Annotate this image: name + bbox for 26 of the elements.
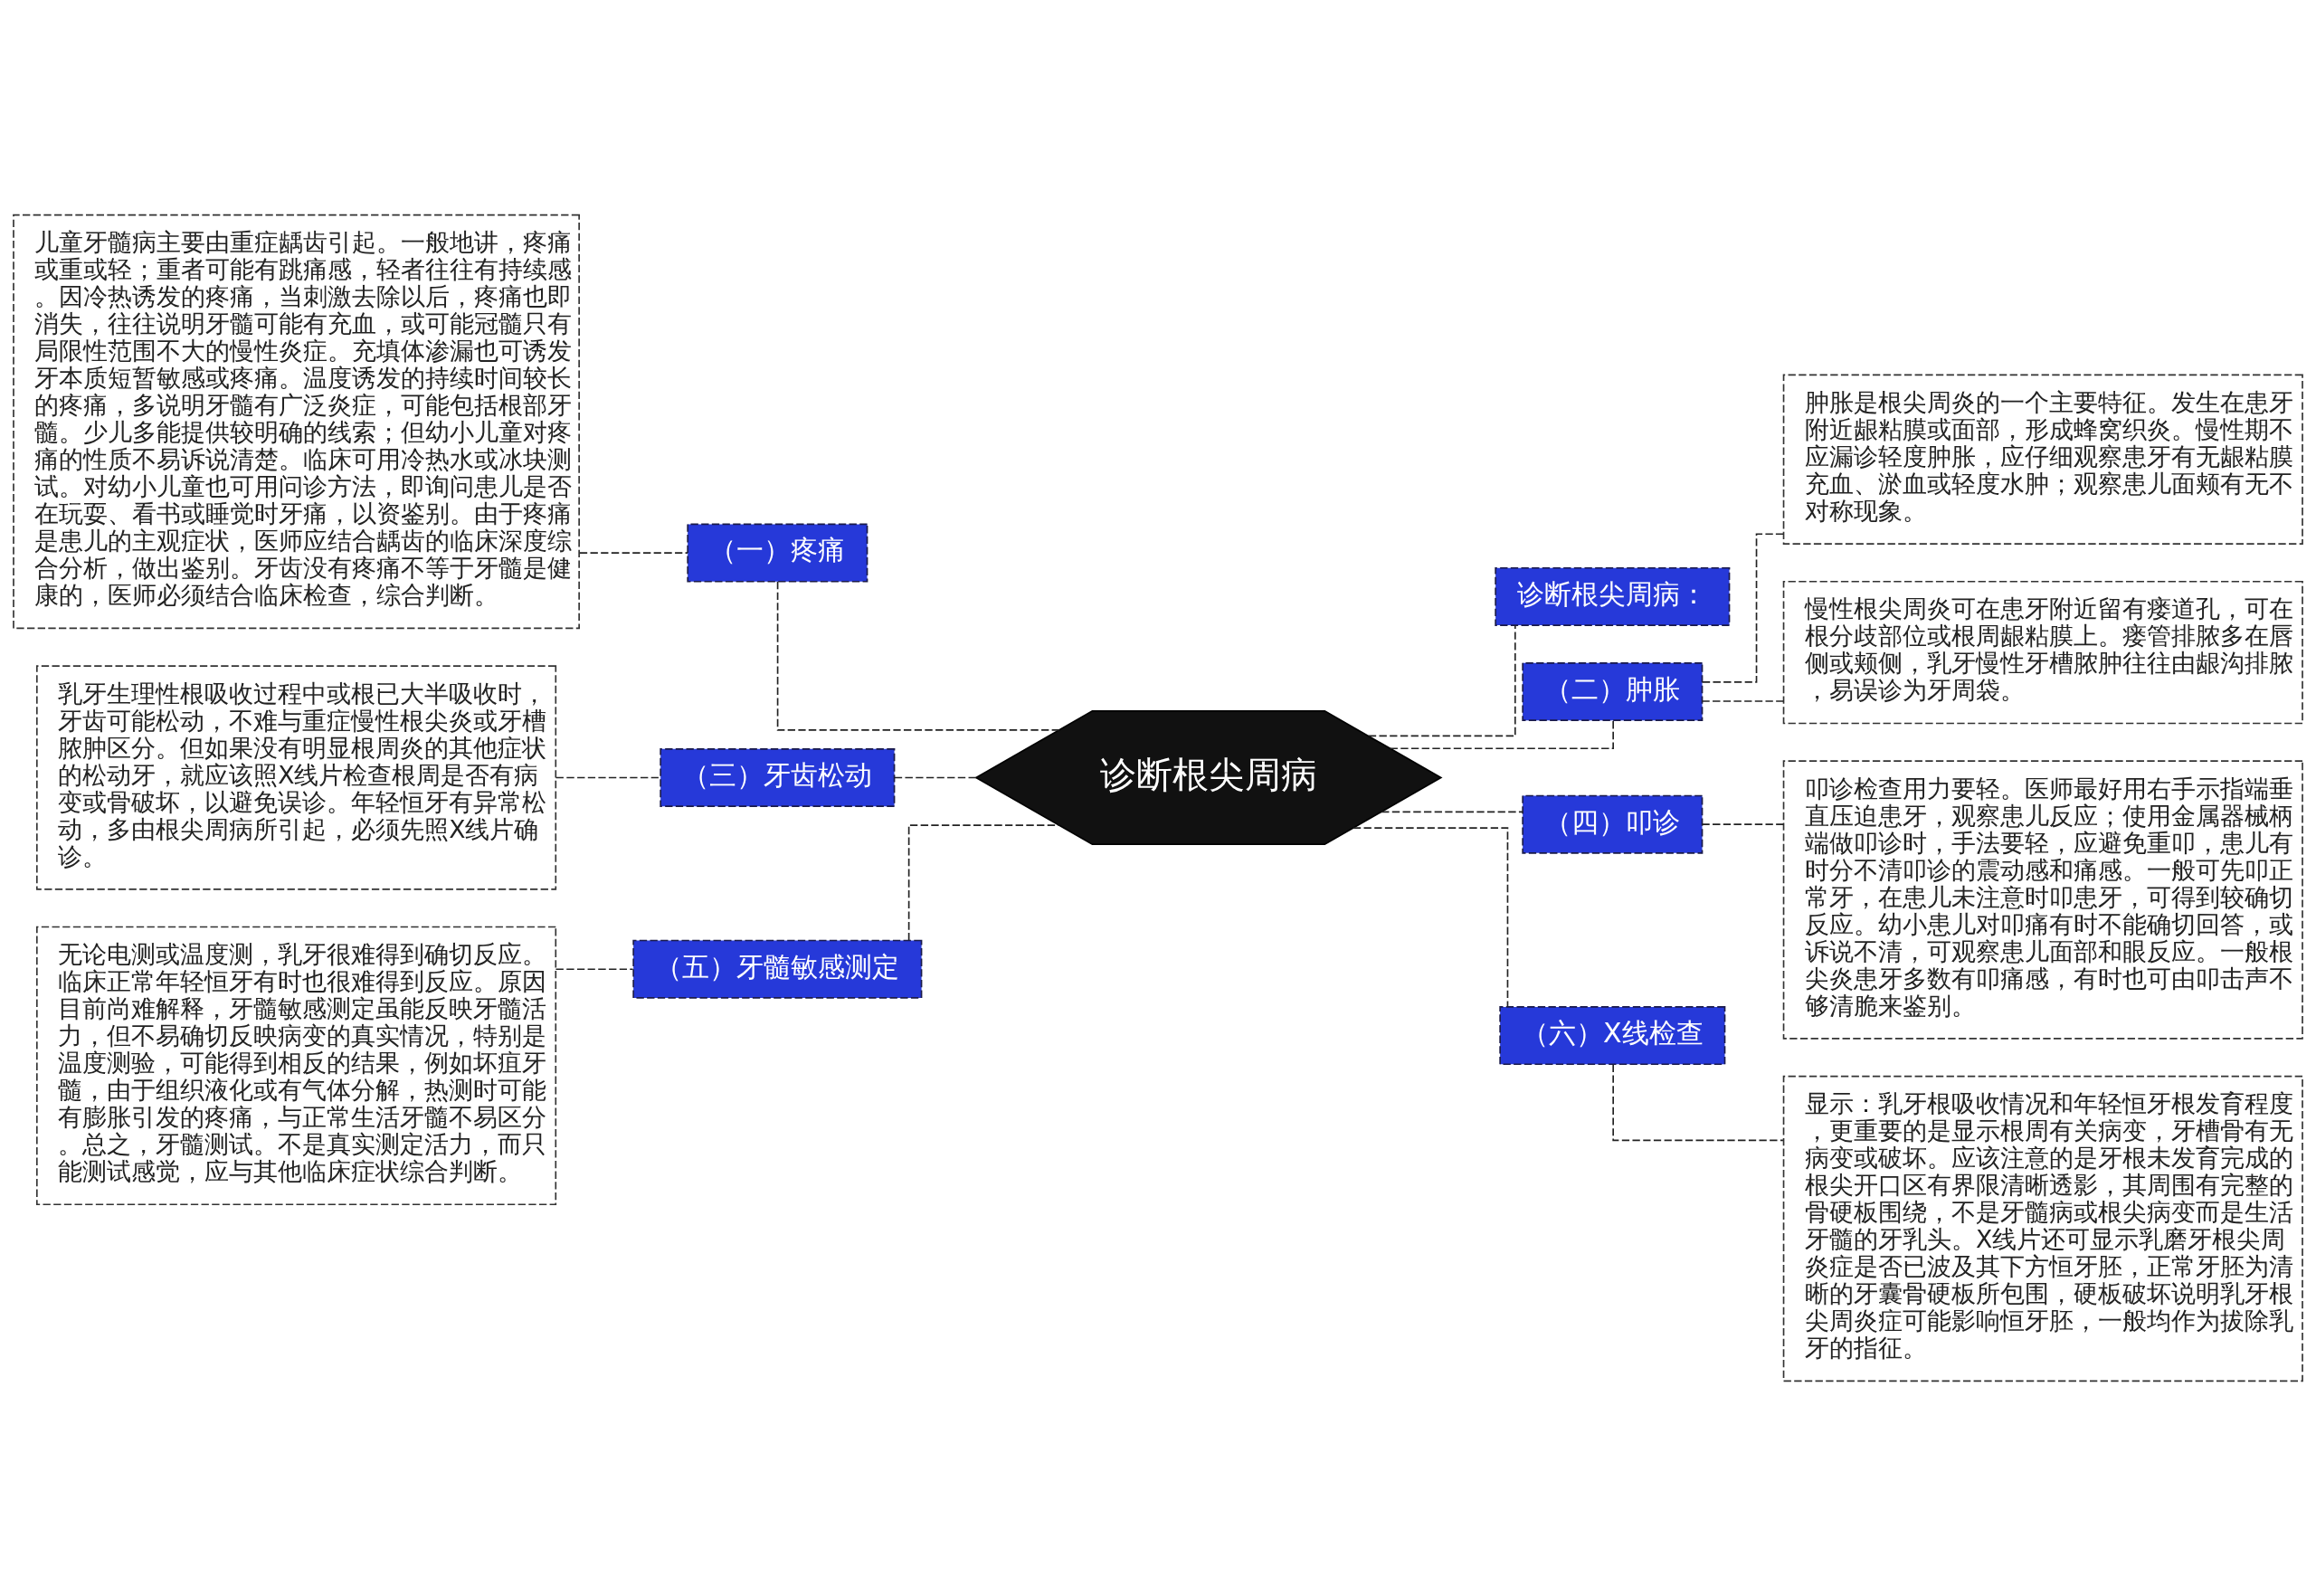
node-box: 儿童牙髓病主要由重症龋齿引起。一般地讲，疼痛或重或轻；重者可能有跳痛感，轻者往往有持续感。因冷热诱发的疼痛，当刺激去除以后，疼痛也即消失，往往说明牙髓可能有充血，或可能冠髓只有局限性范围不大的慢性炎症。充填体渗漏也可诱发牙本质短暂敏感或疼痛。温度诱发的持续时间较长的疼痛，多说明牙髓有广泛炎症，可能包括根部牙髓。少儿多能提供较明确的线索；但幼小儿童对疼痛的性质不易诉说清楚。临床可用冷热水或冰块测试。对幼小儿童也可用问诊方法，即询问患儿是否在玩耍、看书或睡觉时牙痛，以资鉴别。由于疼痛是患儿的主观症状，医师应结合龋齿的临床深度综合分析，做出鉴别。牙齿没有疼痛不等于牙髓是健康的，医师必须结合临床检查，综合判断。 xyxy=(13,214,580,630)
connector xyxy=(1381,811,1523,813)
node-box: 肿胀是根尖周炎的一个主要特征。发生在患牙附近龈粘膜或面部，形成蜂窝织炎。慢性期不应漏诊轻度肿胀，应仔细观察患牙有无龈粘膜充血、淤血或轻度水肿；观察患儿面颊有无不对称现象。 xyxy=(1782,374,2303,545)
connector xyxy=(907,824,1060,941)
node-box: （四）叩诊 xyxy=(1522,794,1704,854)
node-box: （六）X线检查 xyxy=(1499,1006,1726,1066)
connector xyxy=(1612,1064,1784,1142)
node-box: （三）牙齿松动 xyxy=(660,748,896,807)
node-box: 乳牙生理性根吸收过程中或根已大半吸收时，牙齿可能松动，不难与重症慢性根尖炎或牙槽脓肿区分。但如果没有明显根周炎的其他症状的松动牙，就应该照X线片检查根周是否有病变或骨破坏，以避免误诊。年轻恒牙有异常松动，多由根尖周病所引起，必须先照X线片确诊。 xyxy=(36,665,557,890)
connector xyxy=(1701,700,1785,702)
connector xyxy=(578,552,688,554)
node-box: 慢性根尖周炎可在患牙附近留有瘘道孔，可在根分歧部位或根周龈粘膜上。瘘管排脓多在唇侧或颊侧，乳牙慢性牙槽脓肿往往由龈沟排脓，易误诊为牙周袋。 xyxy=(1782,580,2303,725)
node-box: 叩诊检查用力要轻。医师最好用右手示指端垂直压迫患牙，观察患儿反应；使用金属器械柄端做叩诊时，手法要轻，应避免重叩，患儿有时分不清叩诊的震动感和痛感。一般可先叩正常牙，在患儿未注意时叩患牙，可得到较确切反应。幼小患儿对叩痛有时不能确切回答，或诉说不清，可观察患儿面部和眼反应。一般根尖炎患牙多数有叩痛感，有时也可由叩击声不够清脆来鉴别。 xyxy=(1782,760,2303,1040)
node-box: 无论电测或温度测，乳牙很难得到确切反应。临床正常年轻恒牙有时也很难得到反应。原因目前尚难解释，牙髓敏感测定虽能反映牙髓活力，但不易确切反映病变的真实情况，特别是温度测验，可能得到相反的结果，例如坏疽牙髓，由于组织液化或有气体分解，热测时可能有膨胀引发的疼痛，与正常生活牙髓不易区分。总之，牙髓测试。不是真实测定活力，而只能测试感觉，应与其他临床症状综合判断。 xyxy=(36,926,557,1206)
connector xyxy=(1353,827,1509,1008)
node-box: （五）牙髓敏感测定 xyxy=(632,939,923,999)
connector xyxy=(1367,624,1516,737)
connector xyxy=(555,776,661,779)
connector xyxy=(776,581,1060,731)
node-box: （一）疼痛 xyxy=(687,523,868,583)
node-box: （二）肿胀 xyxy=(1522,661,1704,721)
connector xyxy=(555,968,634,971)
connector xyxy=(894,776,977,779)
node-box: 显示：乳牙根吸收情况和年轻恒牙根发育程度，更重要的是显示根周有关病变，牙槽骨有无病变或破坏。应该注意的是牙根未发育完成的根尖开口区有界限清晰透影，其周围有完整的骨硬板围绕，不是牙髓病或根尖病变而是生活牙髓的牙乳头。X线片还可显示乳磨牙根尖周炎症是否已波及其下方恒牙胚，正常牙胚为清晰的牙囊骨硬板所包围，硬板破坏说明乳牙根尖周炎症可能影响恒牙胚，一般均作为拔除乳牙的指征。 xyxy=(1782,1075,2303,1382)
node-box: 诊断根尖周病： xyxy=(1495,566,1731,626)
connector xyxy=(1701,823,1785,825)
